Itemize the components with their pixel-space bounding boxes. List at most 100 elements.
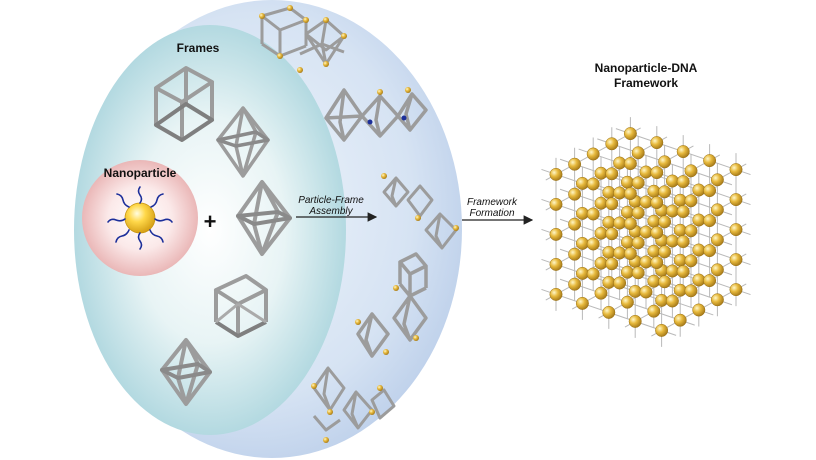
lattice-nanoparticle: [605, 257, 619, 271]
lattice-nanoparticle: [631, 236, 645, 250]
lattice-nanoparticle: [676, 175, 690, 189]
lattice-nanoparticle: [568, 187, 582, 201]
lattice-nanoparticle: [568, 247, 582, 261]
lattice-nanoparticle: [692, 183, 706, 197]
dna-coated-nanoparticle-icon: [107, 186, 173, 250]
lattice-nanoparticle: [602, 305, 616, 319]
lattice-nanoparticle: [692, 243, 706, 257]
frames-label: Frames: [177, 41, 220, 55]
lattice-nanoparticle: [729, 223, 743, 237]
lattice-nanoparticle: [673, 313, 687, 327]
lattice-nanoparticle: [639, 225, 653, 239]
lattice-nanoparticle: [703, 184, 717, 198]
assembly-cluster-bottom: [311, 366, 396, 443]
lattice-nanoparticle: [655, 323, 669, 337]
lattice-nanoparticle: [586, 237, 600, 251]
lattice-nanoparticle: [729, 283, 743, 297]
lattice-nanoparticle: [647, 244, 661, 258]
lattice-nanoparticle: [568, 277, 582, 291]
lattice-nanoparticle: [729, 253, 743, 267]
particle-frame-assembly-label-line2: Assembly: [308, 206, 353, 217]
assembly-cluster-top: [259, 5, 347, 73]
lattice-nanoparticle: [631, 176, 645, 190]
lattice-nanoparticle: [639, 255, 653, 269]
result-title-line1: Nanoparticle-DNA: [595, 61, 698, 75]
lattice-nanoparticle: [710, 263, 724, 277]
lattice-nanoparticle: [575, 266, 589, 280]
lattice-nanoparticle: [575, 176, 589, 190]
lattice-nanoparticle: [623, 157, 637, 171]
lattice-nanoparticle: [684, 194, 698, 208]
lattice-nanoparticle: [639, 285, 653, 299]
lattice-nanoparticle: [586, 267, 600, 281]
lattice-nanoparticle: [605, 137, 619, 151]
lattice-nanoparticle: [549, 257, 563, 271]
lattice-nanoparticle: [692, 213, 706, 227]
lattice-nanoparticle: [594, 166, 608, 180]
octahedron-frame-icon-bottom: [160, 338, 212, 406]
octahedron-frame-icon-large: [236, 180, 292, 256]
lattice-nanoparticle: [613, 186, 627, 200]
lattice-nanoparticle: [594, 286, 608, 300]
inner-ellipse: [74, 25, 346, 435]
lattice-nanoparticle: [676, 265, 690, 279]
lattice-nanoparticle: [613, 156, 627, 170]
lattice-nanoparticle: [703, 154, 717, 168]
lattice-nanoparticle: [549, 227, 563, 241]
lattice-nanoparticle: [628, 284, 642, 298]
lattice-nanoparticle: [710, 203, 724, 217]
octahedron-frame-icon: [216, 106, 270, 178]
lattice-nanoparticle: [673, 223, 687, 237]
framework-formation-label-line2: Formation: [469, 208, 514, 219]
lattice-nanoparticle: [568, 157, 582, 171]
lattice-nanoparticle: [623, 217, 637, 231]
lattice-nanoparticle: [658, 275, 672, 289]
lattice-nanoparticle: [586, 147, 600, 161]
cube-frame-icon: [154, 66, 214, 142]
lattice-nanoparticle: [602, 245, 616, 259]
lattice-nanoparticle: [676, 205, 690, 219]
lattice-nanoparticle: [639, 165, 653, 179]
nanoparticle-label: Nanoparticle: [104, 166, 177, 180]
lattice-nanoparticle: [605, 197, 619, 211]
lattice-nanoparticle: [673, 283, 687, 297]
lattice-nanoparticle: [602, 185, 616, 199]
lattice-nanoparticle: [665, 294, 679, 308]
triangular-prism-frame-icon: [214, 274, 268, 338]
lattice-nanoparticle: [647, 274, 661, 288]
lattice-nanoparticle: [647, 184, 661, 198]
lattice-nanoparticle: [658, 185, 672, 199]
lattice-nanoparticle: [631, 146, 645, 160]
lattice-nanoparticle: [658, 245, 672, 259]
lattice-nanoparticle: [703, 274, 717, 288]
lattice-nanoparticle: [692, 273, 706, 287]
plus-sign: +: [204, 209, 217, 234]
lattice-nanoparticle: [650, 196, 664, 210]
lattice-nanoparticle: [628, 314, 642, 328]
lattice-nanoparticle: [655, 293, 669, 307]
lattice-nanoparticle: [623, 187, 637, 201]
lattice-nanoparticle: [684, 164, 698, 178]
lattice-nanoparticle: [575, 236, 589, 250]
lattice-nanoparticle: [620, 295, 634, 309]
lattice-nanoparticle: [623, 127, 637, 141]
lattice-nanoparticle: [650, 166, 664, 180]
lattice-nanoparticle: [568, 217, 582, 231]
lattice-nanoparticle: [710, 293, 724, 307]
lattice-nanoparticle: [594, 196, 608, 210]
lattice-nanoparticle: [676, 145, 690, 159]
lattice-nanoparticle: [613, 276, 627, 290]
lattice-nanoparticle: [575, 206, 589, 220]
lattice-nanoparticle: [602, 275, 616, 289]
lattice-nanoparticle: [676, 235, 690, 249]
lattice-nanoparticle: [631, 266, 645, 280]
lattice-nanoparticle: [684, 254, 698, 268]
lattice-nanoparticle: [620, 235, 634, 249]
lattice-nanoparticle: [623, 247, 637, 261]
lattice-nanoparticle: [594, 226, 608, 240]
lattice-nanoparticle: [673, 193, 687, 207]
assembly-cluster-chain: [324, 87, 428, 142]
lattice-nanoparticle: [665, 174, 679, 188]
lattice-nanoparticle: [613, 216, 627, 230]
lattice-nanoparticle: [549, 287, 563, 301]
